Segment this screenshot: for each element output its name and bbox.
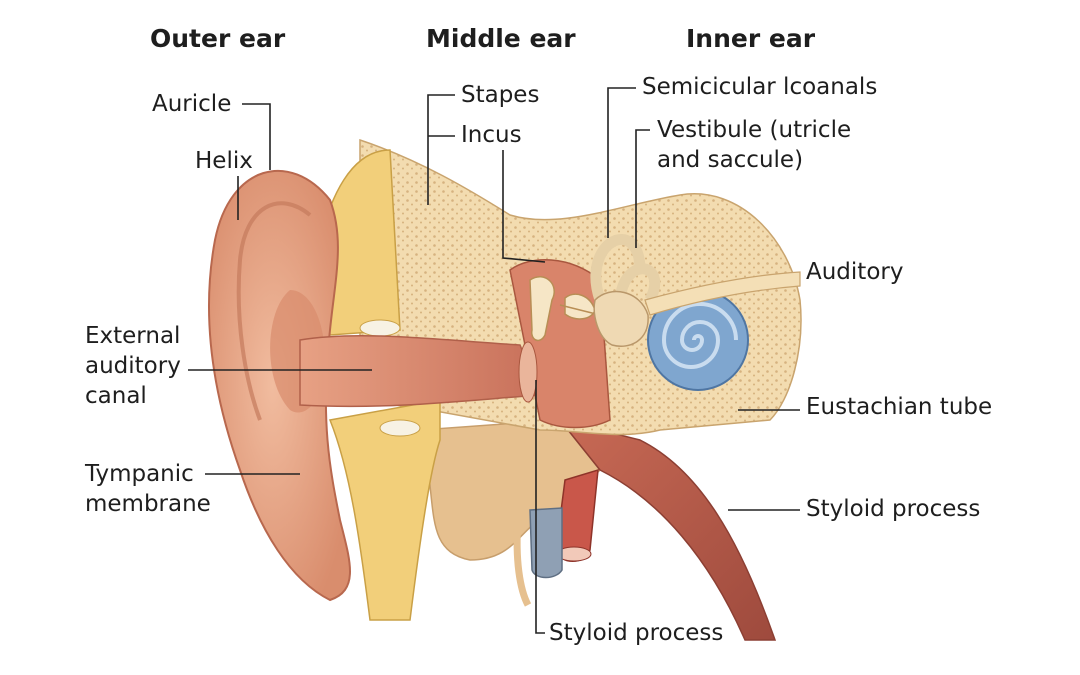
- fat-pocket-lower: [379, 419, 421, 437]
- label-vestibule: Vestibule (utricle and saccule): [657, 115, 851, 175]
- label-helix: Helix: [195, 148, 253, 174]
- semicircular-canals-shape: [590, 234, 661, 306]
- label-tympanic-membrane: Tympanic membrane: [85, 459, 211, 519]
- label-styloid-process-bottom: Styloid process: [549, 620, 724, 646]
- eustachian-tube-shape: [558, 418, 777, 641]
- label-eustachian-tube: Eustachian tube: [806, 394, 993, 420]
- cartilage-lower: [328, 399, 441, 621]
- leader-lines: [188, 87, 800, 634]
- fat-pocket-upper: [359, 319, 401, 337]
- malleus-incus: [529, 276, 555, 342]
- auditory-nerve-shape: [644, 271, 801, 316]
- label-tympanic-line-1: Tympanic: [85, 461, 194, 487]
- label-incus: Incus: [461, 122, 522, 148]
- label-external-line-3: canal: [85, 383, 147, 409]
- label-tympanic-line-2: membrane: [85, 491, 211, 517]
- helix-fold: [236, 201, 312, 421]
- label-external-auditory-canal: External auditory canal: [85, 321, 181, 411]
- header-middle-ear: Middle ear: [426, 24, 576, 53]
- label-auricle: Auricle: [152, 91, 232, 117]
- cochlea-shape: [647, 289, 749, 391]
- label-stapes: Stapes: [461, 82, 540, 108]
- label-semicircular-canals: Semicicular lcoanals: [642, 74, 878, 100]
- label-vestibule-line-1: Vestibule (utricle: [657, 117, 852, 143]
- vestibule-shape: [593, 290, 649, 347]
- external-canal-shape: [299, 334, 542, 408]
- header-inner-ear: Inner ear: [686, 24, 816, 53]
- label-styloid-process-right: Styloid process: [806, 496, 981, 522]
- label-external-line-1: External: [85, 323, 181, 349]
- label-auditory: Auditory: [806, 259, 904, 285]
- styloid-process-shape: [513, 519, 532, 607]
- tympanic-membrane-shape: [518, 341, 538, 403]
- label-external-line-2: auditory: [85, 353, 181, 379]
- header-outer-ear: Outer ear: [150, 24, 286, 53]
- vein-shape: [529, 507, 563, 579]
- label-vestibule-line-2: and saccule): [657, 147, 804, 173]
